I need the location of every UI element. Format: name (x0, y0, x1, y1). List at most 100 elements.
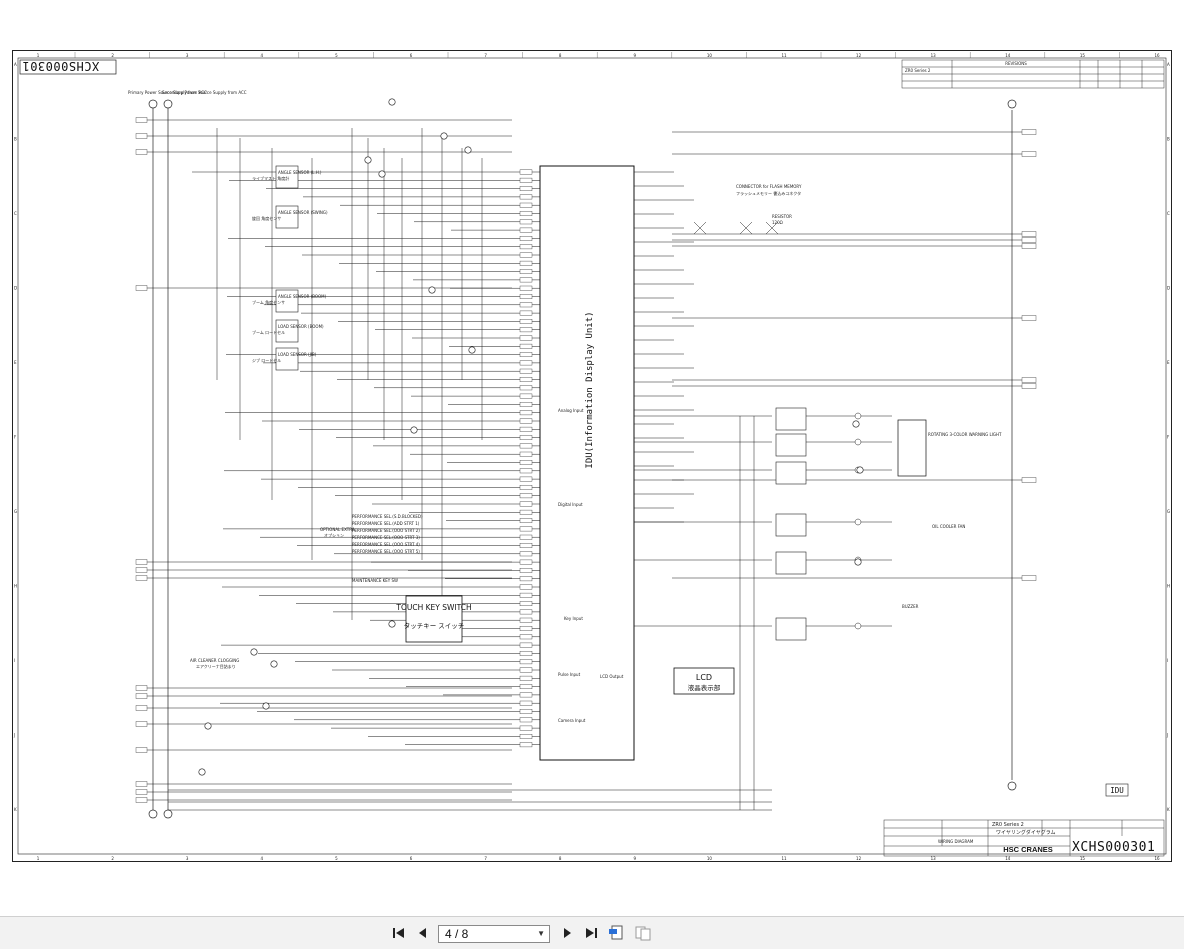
touch-key-switch-box (405, 595, 463, 643)
sensor-name: ANGLE SENSOR (SWING) (278, 210, 328, 215)
drawing-number-box-top (19, 59, 117, 75)
grid-column-label: 9 (634, 53, 637, 58)
air-cleaner-label-jp: エアクリーナ目詰まり (196, 663, 236, 669)
two-page-view-button[interactable] (634, 925, 652, 941)
sensor-name: LOAD SENSOR (BOOM) (278, 324, 324, 329)
idu-vertical-title: IDU(Information Display Unit) (585, 311, 595, 468)
page-display: 4 / 8 (445, 927, 469, 941)
optional-extra-label: OPTIONAL EXTRA (320, 527, 355, 532)
drawing-number-top-text: XCHS000301 (22, 59, 100, 73)
grid-column-label: 6 (410, 53, 413, 58)
grid-row-label: G (1167, 509, 1170, 514)
sensor-name: ANGLE SENSOR (BOOM) (278, 294, 327, 299)
idu-tag: IDU (1110, 786, 1124, 795)
grid-column-label: 11 (781, 856, 787, 861)
grid-column-label: 11 (781, 53, 787, 58)
pdf-viewer-toolbar: 4 / 8 ▼ (0, 916, 1184, 949)
touch-key-switch-label: TOUCH KEY SWITCH (395, 603, 471, 612)
last-page-button[interactable] (582, 925, 600, 941)
grid-row-label: E (1167, 360, 1170, 365)
grid-row-label: C (1167, 211, 1170, 216)
sheet-inner-frame (17, 57, 1167, 855)
two-page-view-icon (635, 926, 651, 941)
grid-column-label: 16 (1154, 856, 1160, 861)
previous-page-button[interactable] (414, 925, 432, 941)
grid-row-label: E (14, 360, 17, 365)
sensor-name: LOAD SENSOR (JIB) (278, 352, 317, 357)
idu-block (539, 165, 635, 761)
supply-label-primary: Primary Power Source Supply from ACC (128, 90, 207, 95)
revisions-header: REVISIONS (1005, 61, 1027, 66)
grid-column-label: 5 (335, 856, 338, 861)
grid-column-label: 7 (484, 856, 487, 861)
series-label-title: ZR0 Series 2 (992, 822, 1024, 828)
grid-column-label: 2 (111, 53, 114, 58)
next-page-button[interactable] (558, 925, 576, 941)
grid-column-label: 6 (410, 856, 413, 861)
grid-row-label: F (14, 435, 17, 440)
sensor-name-jp: 旋回 角度センサ (252, 215, 281, 221)
performance-line-label: PERFORMANCE SEL.(S.D.BLOCKED) (352, 514, 423, 519)
lcd-box (673, 667, 735, 695)
grid-column-label: 2 (111, 856, 114, 861)
resistor-value: 120Ω (772, 220, 783, 225)
page-selector[interactable]: 4 / 8 ▼ (438, 925, 550, 943)
drawing-number-bottom: XCHS000301 (1072, 840, 1155, 855)
sensor-box (275, 165, 299, 189)
grid-row-label: D (1167, 286, 1170, 291)
grid-column-label: 1 (37, 856, 40, 861)
grid-row-label: B (14, 137, 17, 142)
grid-column-label: 10 (707, 53, 713, 58)
performance-line-label: PERFORMANCE SEL.(OOO STRT 4) (352, 542, 420, 547)
pulse-input-label: Pulse Input (558, 672, 581, 677)
grid-row-label: A (1167, 62, 1170, 67)
performance-line-label: PERFORMANCE SEL.(OOO STRT 5) (352, 549, 420, 554)
performance-line-label: PERFORMANCE SEL.(OOO STRT 2) (352, 528, 420, 533)
grid-column-label: 3 (186, 856, 189, 861)
performance-line-label: PERFORMANCE SEL.(OOO STRT 3) (352, 535, 420, 540)
resistor-label: RESISTOR (772, 214, 792, 219)
grid-row-label: D (14, 286, 17, 291)
chevron-down-icon: ▼ (537, 929, 545, 938)
grid-column-label: 10 (707, 856, 713, 861)
series-label-top: ZR0 Series 2 (905, 68, 931, 73)
grid-row-label: K (14, 807, 17, 812)
grid-column-label: 7 (484, 53, 487, 58)
title-block (883, 819, 1165, 857)
connector-label: CONNECTOR for FLASH MEMORY (736, 184, 802, 189)
grid-column-label: 16 (1154, 53, 1160, 58)
grid-column-label: 14 (1005, 53, 1011, 58)
drawing-number-bottom-text: XCHS000301 (1072, 840, 1156, 855)
sheet-title-en: WIRING DIAGRAM (938, 839, 974, 844)
drawing-number-top-mirrored: XCHS000301 (22, 59, 99, 73)
maintenance-key-label: MAINTENANCE KEY SW (352, 578, 398, 583)
key-input-label: Key Input (564, 616, 583, 621)
single-page-view-button[interactable] (608, 925, 626, 941)
connector-label-jp: フラッシュメモリー 書込みコネクタ (736, 190, 801, 196)
air-cleaner-label: AIR CLEANER CLOGGING (190, 658, 239, 663)
grid-column-label: 9 (634, 856, 637, 861)
idu-tag-box (1105, 783, 1129, 797)
warning-light-box (897, 419, 927, 477)
optional-extra-label-jp: オプション (324, 532, 344, 538)
grid-column-label: 13 (931, 53, 937, 58)
grid-column-label: 13 (931, 856, 937, 861)
camera-input-label: Camera Input (558, 718, 586, 723)
grid-row-label: F (1167, 435, 1170, 440)
marker-1-top (148, 99, 158, 109)
grid-column-label: 14 (1005, 856, 1011, 861)
sheet-title-jp: ワイヤリングダイヤグラム (996, 829, 1056, 836)
grid-row-label: I (1167, 658, 1168, 663)
wiring-diagram-svg: 1122334455667788991010111112121313141415… (12, 50, 1172, 862)
grid-row-label: I (14, 658, 15, 663)
sensor-box (275, 319, 299, 343)
grid-column-label: 15 (1080, 856, 1086, 861)
grid-row-label: A (14, 62, 17, 67)
first-page-button[interactable] (390, 925, 408, 941)
grid-column-label: 3 (186, 53, 189, 58)
sensor-box (275, 347, 299, 371)
lcd-label: LCD (696, 673, 712, 682)
marker-2-bottom (163, 809, 173, 819)
